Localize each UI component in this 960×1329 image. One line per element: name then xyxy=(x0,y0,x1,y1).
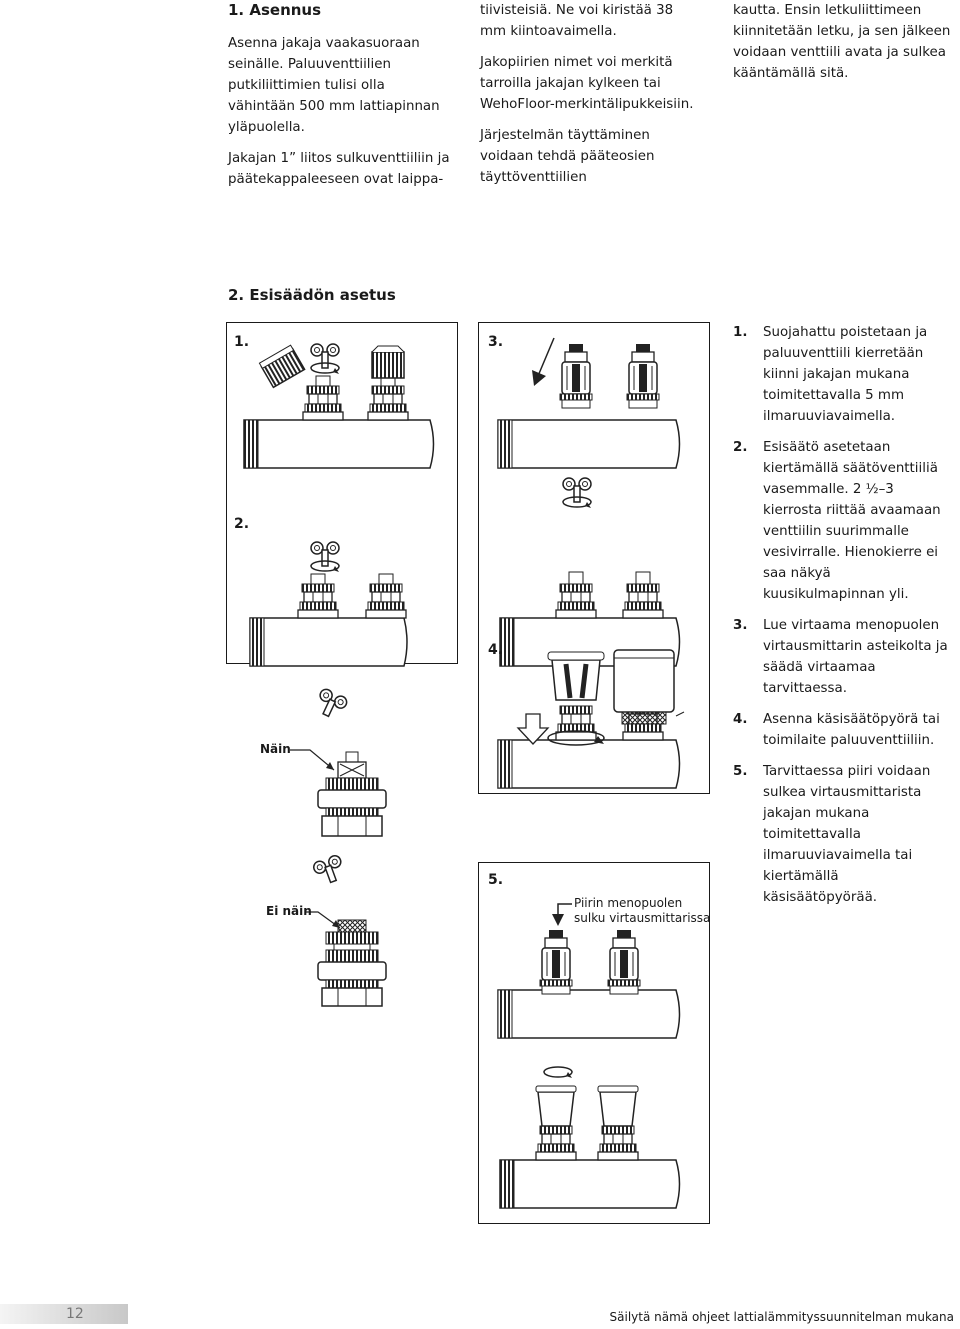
step-text: Asenna käsisäätöpyörä tai toimilaite pal… xyxy=(763,712,940,748)
figure-number-2: 2. xyxy=(234,516,250,532)
figure-5-callout: Piirin menopuolen sulku virtausmittariss… xyxy=(574,896,711,925)
step-4: 4. Asenna käsisäätöpyörä tai toimilaite … xyxy=(733,709,955,751)
paragraph: Jakajan 1” liitos sulkuventtiiliin ja pä… xyxy=(228,151,450,187)
figure-number-4: 4. xyxy=(488,642,504,658)
detail-incorrect-drawing xyxy=(306,853,387,1007)
column-1: 1. Asennus Asenna jakaja vaakasuoraan se… xyxy=(228,0,450,200)
step-number: 5. xyxy=(733,764,748,779)
step-5: 5. Tarvittaessa piiri voidaan sulkea vir… xyxy=(733,761,955,908)
section-title-installation: 1. Asennus xyxy=(228,1,322,19)
paragraph: kautta. Ensin letkuliittimeen kiinnitetä… xyxy=(733,3,951,81)
figure-number-1: 1. xyxy=(234,334,250,350)
figure-2-drawing xyxy=(249,541,408,667)
paragraph: tiivisteisiä. Ne voi kiristää 38 mm kiin… xyxy=(480,3,674,39)
detail-correct-drawing xyxy=(290,686,387,837)
figure-number-3: 3. xyxy=(488,334,504,350)
figure-number-5: 5. xyxy=(488,872,504,888)
step-2: 2. Esisäätö asetetaan kiertämällä säätöv… xyxy=(733,437,955,605)
footer-text: Säilytä nämä ohjeet lattialämmityssuunni… xyxy=(609,1310,954,1324)
step-number: 3. xyxy=(733,618,748,633)
step-3: 3. Lue virtaama menopuolen virtausmittar… xyxy=(733,615,955,699)
step-text: Lue virtaama menopuolen virtausmittarin … xyxy=(763,618,948,696)
step-number: 1. xyxy=(733,325,748,340)
step-1: 1. Suojahattu poistetaan ja paluuventtii… xyxy=(733,322,955,427)
step-number: 2. xyxy=(733,440,748,455)
figure-3-drawing xyxy=(497,337,681,667)
figure-4-drawing xyxy=(497,649,685,789)
step-text: Suojahattu poistetaan ja paluuventtiili … xyxy=(763,325,928,424)
page-number: 12 xyxy=(66,1306,84,1322)
figure-1-drawing xyxy=(243,343,435,469)
column-3: kautta. Ensin letkuliittimeen kiinnitetä… xyxy=(733,0,955,94)
paragraph: Asenna jakaja vaakasuoraan seinälle. Pal… xyxy=(228,36,440,135)
presetting-steps: 1. Suojahattu poistetaan ja paluuventtii… xyxy=(733,322,955,918)
figure-5-drawing xyxy=(497,903,681,1209)
paragraph: Järjestelmän täyttäminen voidaan tehdä p… xyxy=(480,128,655,185)
section-title-presetting: 2. Esisäädön asetus xyxy=(228,286,396,304)
column-2: tiivisteisiä. Ne voi kiristää 38 mm kiin… xyxy=(480,0,702,198)
paragraph: Jakopiirien nimet voi merkitä tarroilla … xyxy=(480,55,694,112)
step-text: Tarvittaessa piiri voidaan sulkea virtau… xyxy=(763,764,931,905)
label-incorrect: Ei näin xyxy=(266,904,312,918)
step-text: Esisäätö asetetaan kiertämällä säätövent… xyxy=(763,440,941,602)
figure-panel-3-4 xyxy=(478,322,710,794)
footer-bar xyxy=(0,1304,128,1324)
label-correct: Näin xyxy=(260,742,291,756)
step-number: 4. xyxy=(733,712,748,727)
